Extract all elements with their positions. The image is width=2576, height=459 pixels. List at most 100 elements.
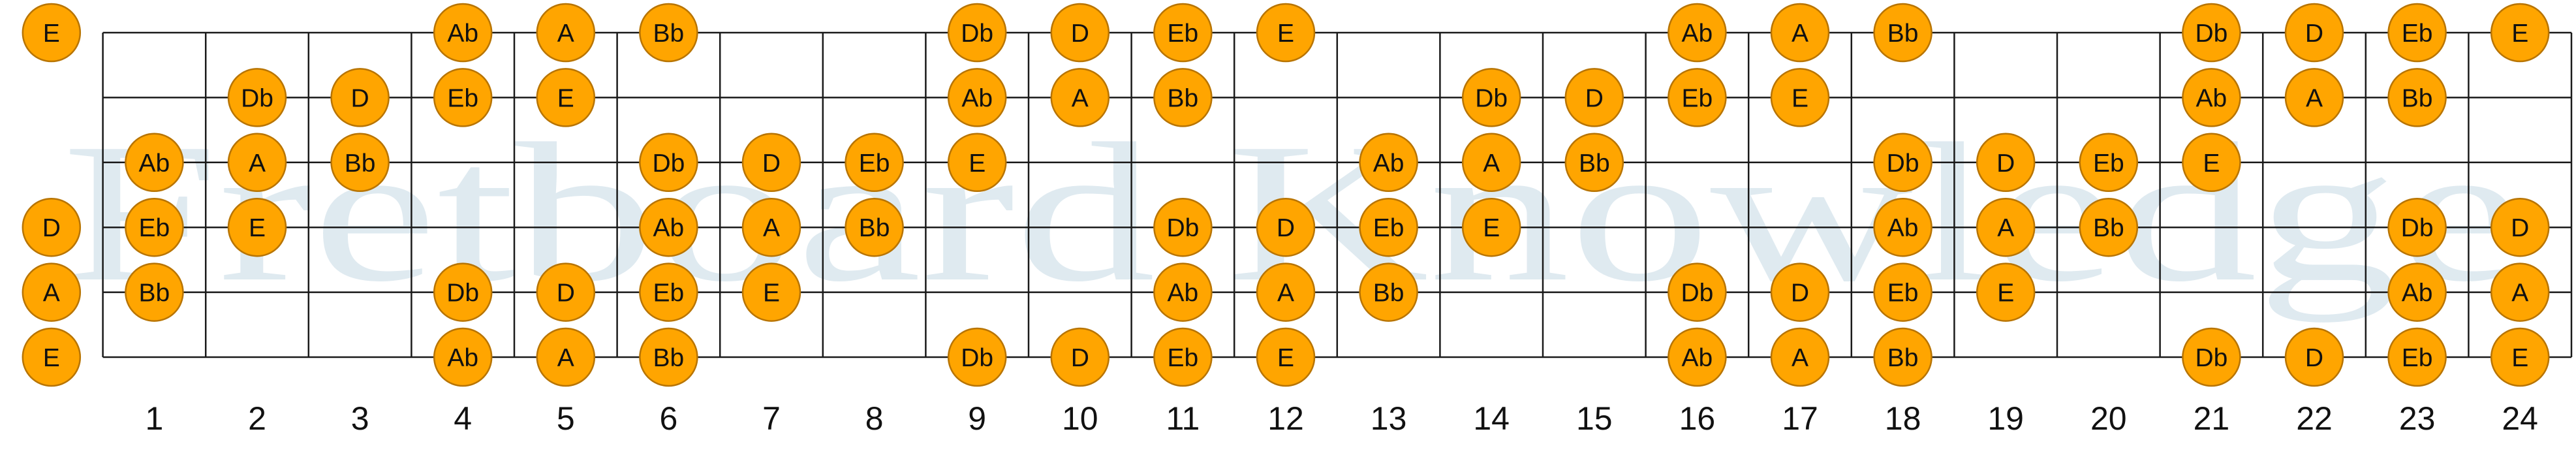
note-circle — [1256, 197, 1316, 257]
note-circle — [947, 68, 1007, 127]
note-marker: E — [227, 197, 287, 257]
note-marker: A — [2284, 68, 2344, 127]
note-label: Ab — [2402, 279, 2433, 308]
note-marker: E — [947, 133, 1007, 193]
note-marker: Bb — [1153, 68, 1213, 127]
note-marker: Bb — [639, 327, 698, 387]
note-circle — [1359, 197, 1418, 257]
note-marker: E — [2490, 327, 2550, 387]
note-label: D — [1071, 344, 1089, 372]
fret-number: 18 — [1885, 400, 1921, 437]
note-circle — [1564, 133, 1624, 193]
note-label: Db — [1887, 150, 1919, 178]
note-label: Bb — [1887, 344, 1919, 372]
note-label: A — [1072, 84, 1089, 112]
note-label: Db — [446, 279, 479, 308]
note-circle — [330, 68, 390, 127]
fret-number: 15 — [1576, 400, 1613, 437]
note-circle — [227, 68, 287, 127]
fret-number: 11 — [1166, 400, 1200, 437]
note-label: D — [42, 214, 61, 242]
note-circle — [1461, 133, 1521, 193]
note-marker: E — [536, 68, 596, 127]
note-marker: A — [536, 327, 596, 387]
note-circle — [1668, 68, 1727, 127]
note-label: E — [1997, 279, 2014, 308]
note-circle — [1976, 133, 2036, 193]
note-label: Db — [961, 344, 993, 372]
note-label: Db — [2195, 20, 2227, 48]
note-circle — [947, 327, 1007, 387]
note-marker: D — [2490, 197, 2550, 257]
note-circle — [845, 133, 904, 193]
note-circle — [1153, 327, 1213, 387]
fret-number: 5 — [557, 400, 575, 437]
note-marker: A — [1770, 327, 1830, 387]
note-marker: A — [741, 197, 801, 257]
note-marker: Eb — [639, 262, 698, 322]
note-circle — [2387, 327, 2447, 387]
note-marker: Eb — [125, 197, 184, 257]
note-marker: Bb — [845, 197, 904, 257]
fret-number: 19 — [1987, 400, 2024, 437]
note-label: A — [557, 344, 574, 372]
note-marker: D — [1564, 68, 1624, 127]
note-circle — [741, 197, 801, 257]
note-label: Bb — [653, 344, 685, 372]
note-label: A — [557, 20, 574, 48]
note-marker: Db — [1153, 197, 1213, 257]
note-label: E — [2511, 20, 2528, 48]
note-marker: A — [2490, 262, 2550, 322]
note-label: Eb — [1168, 344, 1199, 372]
note-circle — [2182, 68, 2241, 127]
note-label: Ab — [1168, 279, 1199, 308]
note-marker: Eb — [433, 68, 493, 127]
note-circle — [2387, 68, 2447, 127]
note-marker: Ab — [1153, 262, 1213, 322]
note-marker: A — [1976, 197, 2036, 257]
note-label: A — [1792, 344, 1808, 372]
note-circle — [1153, 262, 1213, 322]
note-circle — [947, 3, 1007, 63]
note-circle — [1770, 3, 1830, 63]
note-marker: Bb — [330, 133, 390, 193]
note-marker: A — [1770, 3, 1830, 63]
note-marker: Db — [1461, 68, 1521, 127]
note-circle — [1461, 68, 1521, 127]
note-marker: E — [1461, 197, 1521, 257]
note-label: E — [2511, 344, 2528, 372]
note-circle — [22, 327, 82, 387]
note-marker: D — [2284, 3, 2344, 63]
note-marker: D — [1050, 327, 1110, 387]
note-label: A — [1277, 279, 1294, 308]
note-circle — [2490, 262, 2550, 322]
note-marker: Eb — [1668, 68, 1727, 127]
note-label: E — [43, 344, 60, 372]
note-circle — [2284, 68, 2344, 127]
note-label: A — [1997, 214, 2014, 242]
note-marker: Db — [947, 327, 1007, 387]
note-circle — [2387, 262, 2447, 322]
note-marker: E — [1976, 262, 2036, 322]
note-label: D — [351, 84, 369, 112]
note-circle — [947, 133, 1007, 193]
note-circle — [227, 133, 287, 193]
note-marker: Eb — [1153, 3, 1213, 63]
note-marker: A — [1461, 133, 1521, 193]
note-circle — [1668, 3, 1727, 63]
note-circle — [639, 197, 698, 257]
note-circle — [2387, 3, 2447, 63]
note-marker: Db — [639, 133, 698, 193]
note-label: E — [1792, 84, 1808, 112]
note-marker: Eb — [1359, 197, 1418, 257]
note-marker: D — [741, 133, 801, 193]
note-circle — [1668, 262, 1727, 322]
note-marker: Eb — [1153, 327, 1213, 387]
note-circle — [1050, 3, 1110, 63]
note-circle — [1256, 3, 1316, 63]
note-label: D — [1996, 150, 2015, 178]
note-label: E — [763, 279, 780, 308]
note-marker: E — [22, 327, 82, 387]
note-circle — [22, 262, 82, 322]
